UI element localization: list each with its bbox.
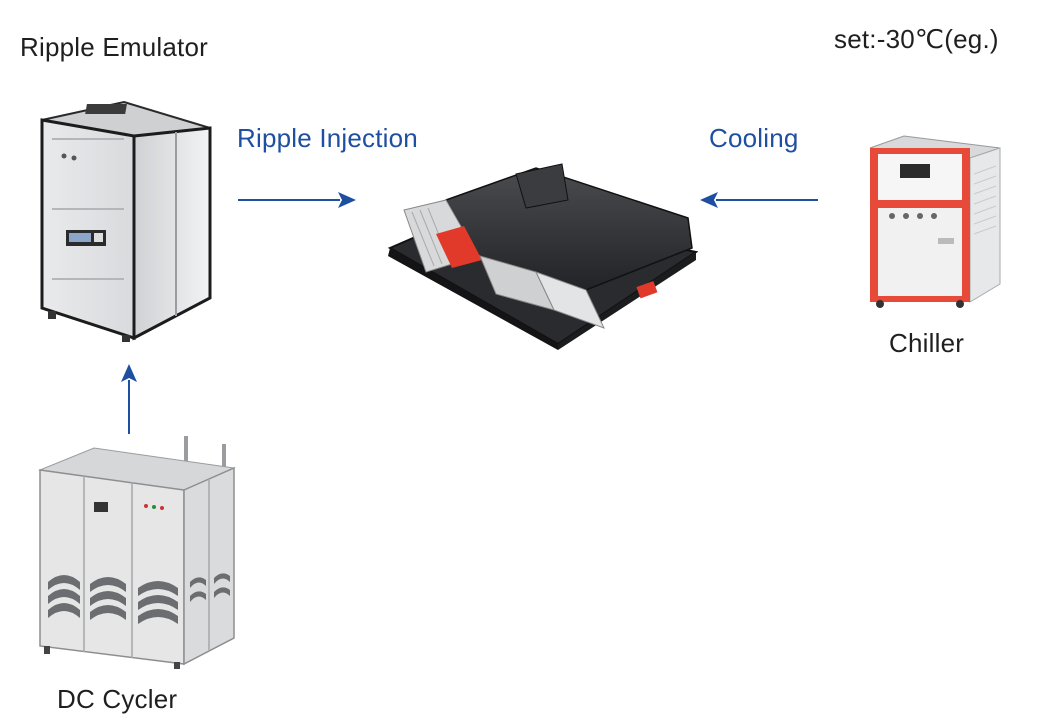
ripple-injection-label: Ripple Injection [237, 123, 418, 153]
cooling-arrow [700, 192, 818, 208]
ripple-emulator-cabinet-icon [40, 100, 212, 342]
dc-cycler-label: DC Cycler [57, 684, 178, 714]
setpoint-label: set:-30℃(eg.) [834, 24, 999, 54]
ripple-injection-arrow [238, 192, 356, 208]
battery-cells [403, 199, 605, 329]
chiller-label: Chiller [889, 328, 965, 358]
cooling-label: Cooling [709, 123, 799, 153]
chiller-unit-icon [869, 135, 1001, 308]
battery-pack-icon [387, 163, 698, 350]
ripple-emulator-label: Ripple Emulator [20, 32, 208, 62]
dc-cycler-cabinet-icon [38, 436, 236, 669]
dc-to-ripple-arrow [121, 364, 137, 434]
